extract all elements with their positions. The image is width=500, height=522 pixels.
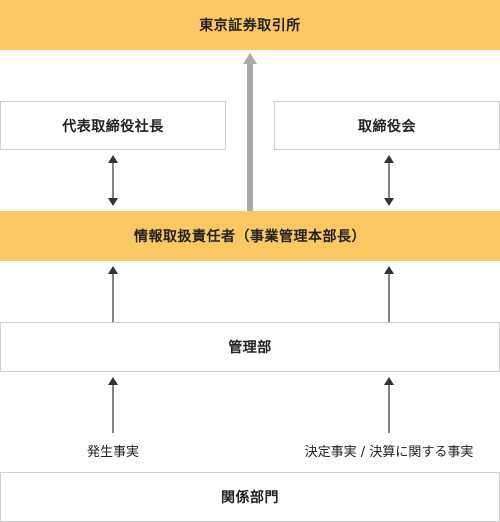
admin-box: 管理部	[0, 322, 500, 372]
board-label: 取締役会	[358, 118, 416, 135]
ceo-bidirectional-arrow	[108, 155, 118, 206]
board-box: 取締役会	[274, 101, 500, 150]
related-depts-box: 関係部門	[0, 472, 500, 522]
occurrence-to-admin-arrow	[108, 377, 118, 433]
board-bidirectional-arrow	[384, 155, 394, 206]
related-depts-label: 関係部門	[221, 490, 279, 506]
decision-to-admin-arrow	[384, 377, 394, 433]
ceo-label: 代表取締役社長	[62, 118, 164, 135]
admin-to-officer-arrow-right	[384, 266, 394, 322]
tse-label: 東京証券取引所	[199, 18, 301, 34]
occurrence-facts-label: 発生事実	[86, 445, 140, 460]
decision-facts-label: 決定事実 / 決算に関する事実	[304, 445, 474, 460]
tse-box: 東京証券取引所	[0, 0, 500, 50]
admin-to-officer-arrow-left	[108, 266, 118, 322]
tse-report-arrow	[243, 53, 257, 211]
info-officer-label: 情報取扱責任者（事業管理本部長）	[134, 229, 366, 245]
info-officer-box: 情報取扱責任者（事業管理本部長）	[0, 211, 500, 261]
admin-label: 管理部	[228, 340, 272, 356]
ceo-box: 代表取締役社長	[0, 101, 226, 150]
